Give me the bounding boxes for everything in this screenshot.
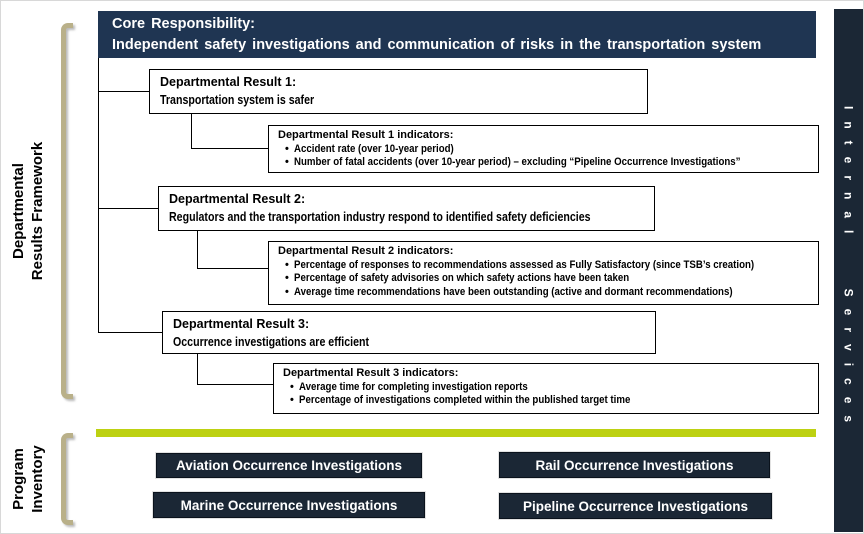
- result-3-indicator-item: • Percentage of investigations completed…: [283, 394, 809, 408]
- bullet-icon: •: [290, 380, 294, 393]
- bullet-icon: •: [285, 258, 289, 271]
- connector-elbow-indicators-2: [197, 231, 268, 269]
- framework-bracket: [61, 23, 73, 399]
- result-1-indicator-1: Accident rate (over 10-year period): [294, 142, 454, 155]
- result-2-indicators-box: Departmental Result 2 indicators: • Perc…: [268, 241, 819, 305]
- bullet-icon: •: [285, 142, 289, 155]
- result-3-indicators-box: Departmental Result 3 indicators: • Aver…: [273, 363, 819, 414]
- result-2-statement: Regulators and the transportation indust…: [169, 209, 591, 224]
- result-3-indicator-2: Percentage of investigations completed w…: [299, 394, 631, 406]
- connector-elbow-indicators-1: [191, 114, 268, 149]
- result-2-indicator-2: Percentage of safety advisories on which…: [294, 272, 630, 284]
- connector-branch-result-2: [98, 208, 158, 209]
- program-inventory-bracket: [61, 433, 73, 525]
- program-inventory-axis-label: Program Inventory: [9, 419, 49, 533]
- result-3-indicator-1: Average time for completing investigatio…: [299, 380, 528, 393]
- bullet-icon: •: [285, 272, 289, 284]
- program-inventory-label-line1: Program: [10, 448, 27, 510]
- result-3-indicators-title: Departmental Result 3 indicators:: [283, 367, 459, 379]
- internal-services-bar: Internal Services: [834, 9, 863, 532]
- result-1-indicators-box: Departmental Result 1 indicators: • Acci…: [268, 125, 819, 173]
- result-2-indicator-1: Percentage of responses to recommendatio…: [294, 258, 755, 271]
- connector-trunk: [98, 58, 99, 332]
- result-1-box: Departmental Result 1: Transportation sy…: [149, 69, 648, 114]
- result-2-indicator-item: • Percentage of safety advisories on whi…: [278, 272, 809, 286]
- bullet-icon: •: [285, 285, 289, 298]
- result-2-indicator-item: • Average time recommendations have been…: [278, 286, 809, 300]
- connector-elbow-indicators-3: [197, 354, 273, 385]
- result-1-indicators-title: Departmental Result 1 indicators:: [278, 129, 454, 141]
- result-1-statement: Transportation system is safer: [160, 92, 315, 107]
- result-2-indicator-item: • Percentage of responses to recommendat…: [278, 259, 809, 273]
- core-responsibility-statement: Independent safety investigations and co…: [112, 37, 762, 53]
- result-3-title: Departmental Result 3:: [173, 317, 310, 331]
- framework-axis-label: Departmental Results Framework: [9, 61, 49, 361]
- connector-branch-result-3: [98, 332, 162, 333]
- program-inventory-divider: [96, 429, 816, 437]
- framework-axis-label-line1: Departmental: [10, 163, 27, 259]
- core-responsibility-title: Core Responsibility:: [112, 16, 255, 32]
- internal-services-label: Internal Services: [841, 106, 856, 435]
- result-1-indicator-2: Number of fatal accidents (over 10-year …: [294, 156, 741, 168]
- program-box-rail: Rail Occurrence Investigations: [499, 452, 770, 478]
- bullet-icon: •: [290, 394, 294, 406]
- result-1-title: Departmental Result 1:: [160, 75, 297, 89]
- result-1-indicator-item: • Number of fatal accidents (over 10-yea…: [278, 156, 809, 170]
- bullet-icon: •: [285, 156, 289, 168]
- result-3-statement: Occurrence investigations are efficient: [173, 334, 370, 349]
- result-2-box: Departmental Result 2: Regulators and th…: [158, 186, 655, 231]
- program-inventory-label-line2: Inventory: [29, 445, 46, 513]
- connector-branch-result-1: [98, 91, 149, 92]
- program-box-marine: Marine Occurrence Investigations: [153, 492, 425, 518]
- core-responsibility-header: Core Responsibility: Independent safety …: [98, 11, 816, 58]
- program-box-aviation: Aviation Occurrence Investigations: [156, 453, 422, 478]
- framework-axis-label-line2: Results Framework: [29, 141, 46, 281]
- result-2-indicator-3: Average time recommendations have been o…: [294, 285, 733, 298]
- result-3-indicator-item: • Average time for completing investigat…: [283, 381, 809, 395]
- result-3-box: Departmental Result 3: Occurrence invest…: [162, 311, 656, 354]
- program-box-pipeline: Pipeline Occurrence Investigations: [499, 493, 772, 519]
- result-1-indicator-item: • Accident rate (over 10-year period): [278, 143, 809, 157]
- result-2-title: Departmental Result 2:: [169, 192, 306, 206]
- result-2-indicators-title: Departmental Result 2 indicators:: [278, 245, 454, 257]
